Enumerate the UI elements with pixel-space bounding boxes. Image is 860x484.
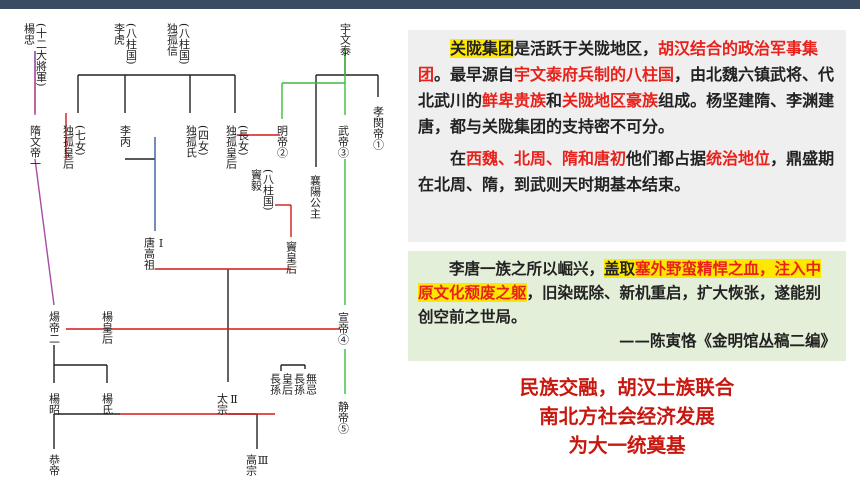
node-gongdi: 恭帝 [48, 454, 61, 477]
text_box-para1-segment: 关陇集团 [450, 39, 515, 58]
node-label-zhangsunhuanghou: 長孫 [269, 373, 282, 395]
node-label-yanghuanghou: 楊皇后 [101, 310, 114, 344]
text_box-para1-segment: 是活跃于关陇地区， [514, 39, 659, 58]
node-label-gaozong: Ⅲ [257, 454, 270, 467]
node-label-dugu1: 独孤皇后 [225, 125, 238, 169]
node-label-yangdi: 煬帝二 [48, 311, 61, 344]
node-duguxin: 独孤信(八柱国) [166, 23, 191, 65]
conclusion: 民族交融，胡汉士族联合 南北方社会经济发展 为大一统奠基 [408, 373, 846, 460]
quote-box: 李唐一族之所以崛兴，盖取塞外野蛮精悍之血，注入中原文化颓废之躯，旧染既除、新机重… [408, 251, 846, 361]
node-douyi: 竇毅(八柱国) [250, 169, 275, 211]
node-label-tanggaozu: Ⅰ [155, 237, 168, 250]
node-mingdi: 明帝② [276, 125, 289, 158]
node-label-taizong: Ⅱ [228, 393, 241, 406]
node-label-zhangsunwuji: 無忌 [305, 372, 318, 395]
node-xuandi: 宣帝④ [337, 311, 350, 345]
paragraph-1: 关陇集团是活跃于关陇地区，胡汉结合的政治军事集团。最早源自宇文泰府兵制的八柱国，… [408, 30, 846, 140]
text_box-para2-segment: ，鼎盛期在北周、隋，到武则天时期基本结束。 [418, 149, 835, 194]
node-label-gaozong: 高宗 [245, 453, 258, 476]
node-douhuanghou: 竇皇后 [285, 241, 298, 274]
node-yangdi: 煬帝二 [48, 311, 61, 344]
node-label-yuwentai: 宇文泰 [339, 23, 352, 56]
node-label-jingdi: 静帝⑤ [337, 400, 350, 434]
node-libing: 李丙 [119, 124, 132, 148]
text_box-para1-segment: 。最早源自 [434, 65, 515, 84]
text_box-para1-segment: 和 [546, 91, 563, 110]
node-label-yangzhong: 楊忠 [23, 22, 36, 45]
node-zhangsunhuanghou: 長孫皇后 [269, 372, 294, 395]
node-label-xuandi: 宣帝④ [337, 311, 350, 345]
node-label-duguxin: (八柱国) [178, 23, 191, 65]
node-dugu7: 独孤皇后(七女) [62, 125, 87, 169]
text_box-para1-segment: 组成。杨坚建隋、李渊建唐，都与关陇集团的支持密不可分。 [418, 91, 835, 136]
node-label-yangzhong: (十二大將軍) [35, 23, 48, 87]
node-label-dugu7: 独孤皇后 [62, 125, 75, 169]
node-dugu4: 独孤氏(四女) [185, 125, 210, 158]
text_box-para1-segment: 宇文泰府兵制的八柱国 [514, 65, 675, 84]
node-lihu: 李虎(八柱国) [113, 22, 138, 65]
node-label-duguxin: 独孤信 [166, 23, 179, 57]
node-label-wudi: 武帝③ [337, 125, 350, 158]
conclusion-line-3: 为大一统奠基 [568, 434, 686, 457]
node-label-tanggaozu: 唐高祖 [143, 236, 156, 271]
text_box-para1-segment: 关陇地区豪族 [562, 91, 659, 110]
guanlong-description-box: 关陇集团是活跃于关陇地区，胡汉结合的政治军事集团。最早源自宇文泰府兵制的八柱国，… [408, 30, 846, 242]
node-label-dugu1: (長女) [237, 125, 250, 156]
node-label-dugu7: (七女) [74, 125, 87, 156]
node-label-mingdi: 明帝② [276, 125, 289, 158]
paragraph-2: 在西魏、北周、隋和唐初他们都占据统治地位，鼎盛期在北周、隋，到武则天时期基本结束… [408, 140, 846, 198]
node-label-libing: 李丙 [119, 124, 132, 148]
node-label-yangzhao: 楊昭 [48, 392, 61, 416]
text_box-para2-segment: 在 [450, 149, 467, 168]
node-label-yangshi: 楊氏 [101, 392, 114, 415]
node-label-taizong: 太宗 [216, 393, 229, 415]
node-dugu1: 独孤皇后(長女) [225, 125, 250, 169]
quote_box-quote-segment: 盖取 [604, 259, 636, 278]
node-yuwentai: 宇文泰 [339, 23, 352, 56]
node-label-lihu: (八柱国) [125, 23, 138, 65]
conclusion-line-2: 南北方社会经济发展 [539, 405, 715, 428]
quote_box-quote-segment: ，旧染既除、新机重启，扩大恢张，遂能别创空前之世局。 [418, 283, 822, 326]
text_box-para1-segment: 鲜卑贵族 [482, 91, 547, 110]
node-label-dugu4: 独孤氏 [185, 125, 198, 158]
node-jingdi: 静帝⑤ [337, 400, 350, 434]
node-label-xiangyang: 襄陽公主 [309, 174, 322, 219]
node-label-douhuanghou: 竇皇后 [285, 241, 298, 274]
node-xiangyang: 襄陽公主 [309, 174, 322, 219]
node-label-zhangsunhuanghou: 皇后 [281, 372, 294, 395]
genealogy-labels: 楊忠(十二大將軍)李虎(八柱国)独孤信(八柱国)宇文泰隋文帝一独孤皇后(七女)李… [23, 22, 385, 477]
top-bar [0, 0, 860, 9]
node-label-douyi: (八柱国) [262, 169, 275, 211]
tree-line [34, 158, 55, 306]
node-suiwendi: 隋文帝一 [29, 124, 42, 169]
node-xiaomindi: 孝閔帝① [372, 106, 385, 150]
node-label-gongdi: 恭帝 [48, 454, 61, 477]
node-yangzhao: 楊昭 [48, 392, 61, 416]
node-label-xiaomindi: 孝閔帝① [372, 106, 385, 150]
node-wudi: 武帝③ [337, 125, 350, 158]
node-yangshi: 楊氏 [101, 392, 114, 415]
quote_box-quote-segment: 李唐一族之所以崛兴， [449, 259, 605, 278]
node-label-lihu: 李虎 [113, 22, 126, 45]
node-label-zhangsunwuji: 長孫 [293, 373, 306, 395]
node-yangzhong: 楊忠(十二大將軍) [23, 22, 48, 87]
node-yanghuanghou: 楊皇后 [101, 310, 114, 344]
text_box-para2-segment: 他们都占据 [626, 149, 707, 168]
node-label-suiwendi: 隋文帝一 [29, 124, 42, 169]
quote-source: ——陈寅恪《金明馆丛稿二编》 [618, 331, 836, 350]
text_box-para1-segment: 胡汉结合的政治军事集团 [418, 39, 819, 84]
conclusion-line-1: 民族交融，胡汉士族联合 [519, 376, 735, 399]
genealogy-chart: 楊忠(十二大將軍)李虎(八柱国)独孤信(八柱国)宇文泰隋文帝一独孤皇后(七女)李… [23, 22, 385, 477]
text_box-para2-segment: 西魏、北周、隋和唐初 [466, 149, 627, 168]
text_box-para2-segment: 统治地位 [706, 149, 771, 168]
text_box-para1-segment: ，由北魏六镇武将、代北武川的 [418, 65, 835, 110]
node-zhangsunwuji: 長孫無忌 [293, 372, 318, 395]
node-label-douyi: 竇毅 [250, 169, 263, 192]
node-label-dugu4: (四女) [197, 125, 210, 156]
genealogy-lines [34, 49, 379, 449]
quote-text: 李唐一族之所以崛兴，盖取塞外野蛮精悍之血，注入中原文化颓废之躯，旧染既除、新机重… [408, 251, 846, 329]
